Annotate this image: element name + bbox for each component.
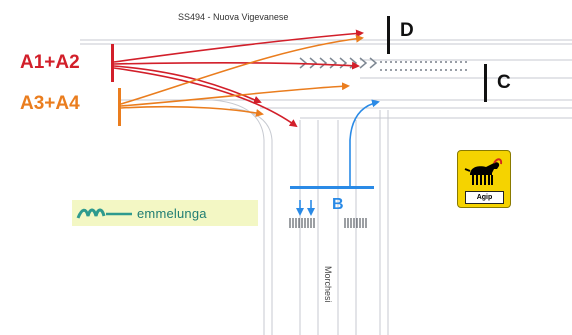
emmelunga-logo-icon bbox=[76, 208, 132, 219]
flow-a1-a2 bbox=[113, 29, 364, 128]
approach-a3-a4-label: A3+A4 bbox=[20, 93, 80, 114]
main-road-lane-dashes bbox=[380, 61, 470, 71]
side-street-label: Morchesi bbox=[323, 266, 333, 303]
agip-landmark: Agip bbox=[457, 150, 511, 208]
detector-d bbox=[387, 16, 390, 54]
emmelunga-landmark: emmelunga bbox=[72, 200, 258, 226]
flow-b bbox=[296, 99, 380, 216]
approach-a1-a2-label: A1+A2 bbox=[20, 52, 80, 73]
detector-b bbox=[290, 186, 374, 189]
road-name-label: SS494 - Nuova Vigevanese bbox=[178, 12, 289, 22]
agip-six-legged-dog-icon bbox=[464, 158, 503, 185]
chevron-markings bbox=[299, 57, 378, 69]
agip-label: Agip bbox=[465, 191, 504, 204]
detector-c bbox=[484, 64, 487, 102]
lane-d-label: D bbox=[400, 20, 414, 41]
detector-a1-a2 bbox=[111, 44, 114, 82]
flow-a3-a4 bbox=[120, 34, 364, 117]
side-road bbox=[211, 99, 389, 335]
stop-line-marks bbox=[289, 218, 367, 228]
lane-c-label: C bbox=[497, 72, 511, 93]
detector-a3-a4 bbox=[118, 88, 121, 126]
emmelunga-label: emmelunga bbox=[137, 205, 207, 221]
lane-b-label: B bbox=[332, 196, 344, 213]
